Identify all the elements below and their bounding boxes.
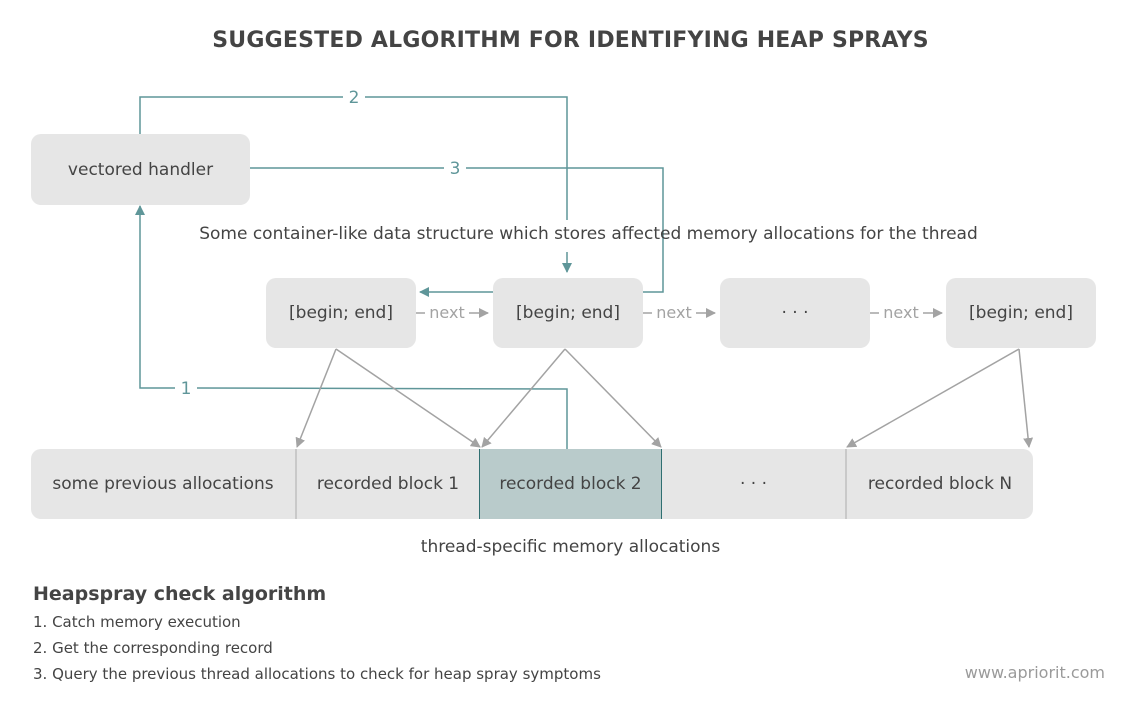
arrow-label-3: 3	[450, 159, 461, 179]
allocation-segment-highlighted: recorded block 2	[479, 449, 662, 519]
record-node-label: [begin; end]	[969, 303, 1073, 323]
next-link-3: next	[870, 303, 943, 322]
allocation-label: recorded block N	[867, 474, 1013, 494]
segment-divider	[295, 449, 297, 519]
vectored-handler-label: vectored handler	[67, 159, 214, 180]
record-node: [begin; end]	[266, 278, 416, 348]
record-node: [begin; end]	[946, 278, 1096, 348]
segment-divider	[845, 449, 847, 519]
record-node-label: · · ·	[781, 303, 809, 323]
svg-text:next: next	[429, 303, 464, 322]
allocation-label: · · ·	[739, 474, 768, 494]
svg-text:next: next	[883, 303, 918, 322]
algorithm-step: 3. Query the previous thread allocations…	[33, 665, 601, 683]
arrow-label-1: 1	[181, 379, 192, 399]
diagram-title: SUGGESTED ALGORITHM FOR IDENTIFYING HEAP…	[212, 28, 929, 53]
container-caption: Some container-like data structure which…	[199, 224, 978, 244]
record-node-ellipsis: · · ·	[720, 278, 870, 348]
vectored-handler-box: vectored handler	[31, 134, 250, 205]
algorithm-heading: Heapspray check algorithm	[33, 583, 327, 605]
arrow-label-2: 2	[349, 88, 360, 108]
record-node-label: [begin; end]	[516, 303, 620, 323]
next-link-1: next	[416, 303, 489, 322]
allocation-segment: · · ·	[662, 449, 845, 519]
allocations-caption: thread-specific memory allocations	[420, 537, 721, 557]
allocation-label: some previous allocations	[52, 474, 274, 494]
allocation-segment: recorded block N	[847, 449, 1033, 519]
allocation-label: recorded block 1	[316, 474, 460, 494]
allocation-label: recorded block 2	[499, 474, 642, 494]
allocation-segment: recorded block 1	[297, 449, 479, 519]
website-watermark: www.apriorit.com	[964, 663, 1105, 682]
arrow-step-2: 2	[139, 88, 572, 273]
svg-text:next: next	[656, 303, 691, 322]
algorithm-step: 2. Get the corresponding record	[33, 639, 273, 657]
allocation-segment: some previous allocations	[31, 449, 295, 519]
record-node: [begin; end]	[493, 278, 643, 348]
record-pointers	[295, 348, 1034, 448]
record-node-label: [begin; end]	[289, 303, 393, 323]
next-link-2: next	[643, 303, 716, 322]
algorithm-step: 1. Catch memory execution	[33, 613, 241, 631]
